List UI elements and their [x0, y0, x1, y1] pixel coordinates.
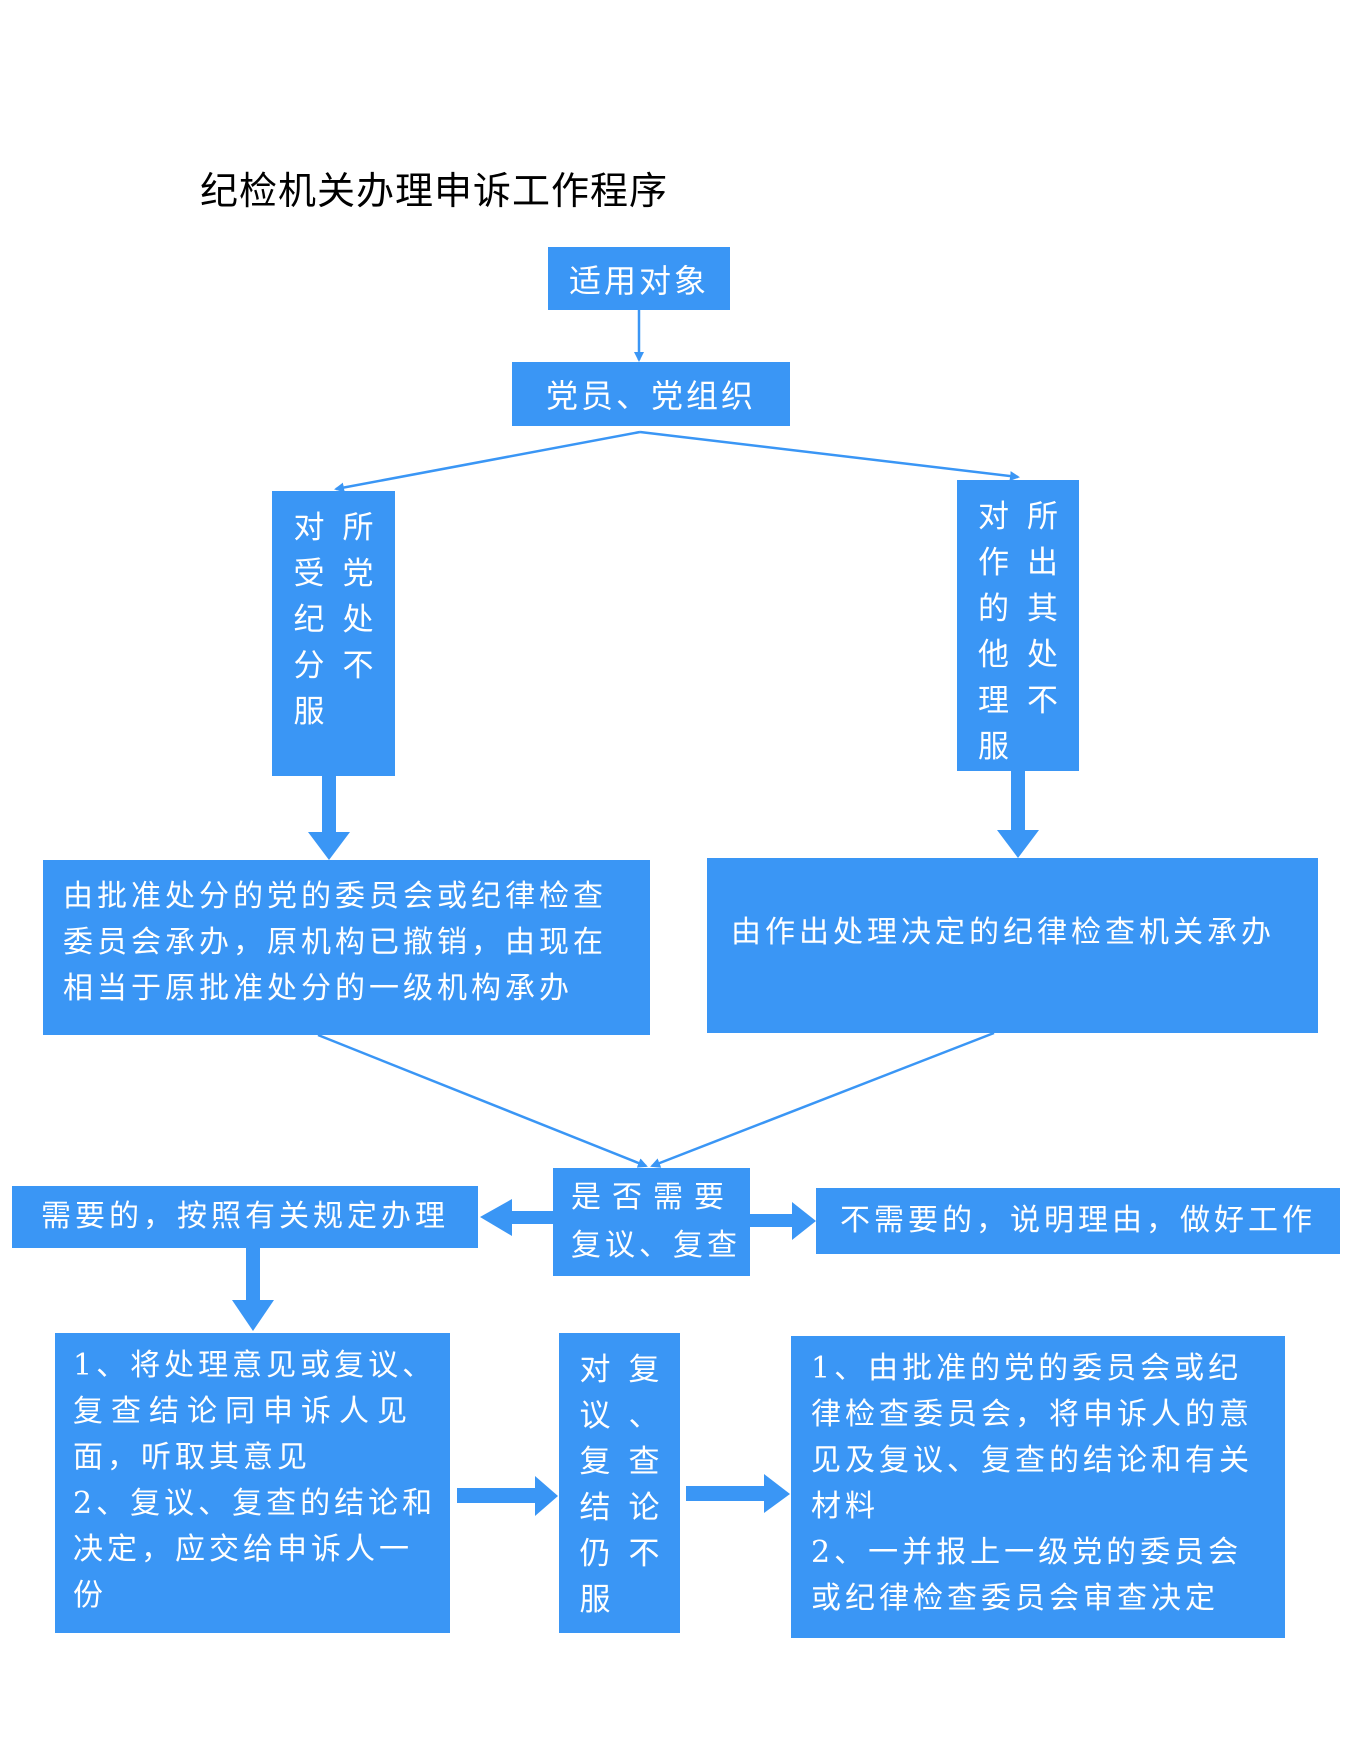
vertical-char: 复 [628, 1352, 660, 1388]
vertical-char: 纪 [293, 602, 325, 638]
vertical-char: 所 [1027, 499, 1058, 535]
procedure-line-5: 决定，应交给申诉人一 [73, 1532, 413, 1567]
arrow-procedure-right-head [535, 1476, 558, 1516]
left-handler-line-2: 委员会承办，原机构已撤销，由现在 [63, 925, 607, 960]
vertical-char: 论 [628, 1490, 660, 1526]
vertical-char: 出 [1027, 545, 1058, 581]
applicable-objects-node: 适用对象 [548, 247, 730, 310]
arrow-left-down-shaft [322, 776, 336, 834]
arrow-left-down-head [308, 832, 350, 860]
left-branch-col-1: 对受纪分服 [294, 505, 325, 776]
procedure-line-3: 面，听取其意见 [73, 1440, 311, 1475]
vertical-char: 处 [1027, 637, 1058, 673]
needed-node: 需要的，按照有关规定办理 [12, 1186, 478, 1248]
decision-line-1: 是否需要 [571, 1180, 735, 1215]
right-handler-node: 由作出处理决定的纪律检查机关承办 [707, 858, 1318, 1033]
right-branch-col-2: 所出其处不 [1027, 494, 1058, 771]
procedure-line-2: 复查结论同申诉人见 [73, 1394, 415, 1429]
vertical-char: 处 [342, 602, 374, 638]
vertical-char: 所 [342, 510, 374, 546]
vertical-char: 服 [579, 1582, 611, 1618]
arrow-procedure-right-shaft [457, 1488, 537, 1503]
vertical-char: 仍 [579, 1536, 611, 1572]
vertical-char: 对 [978, 499, 1009, 535]
vertical-char: 作 [978, 545, 1009, 581]
vertical-char: 不 [628, 1536, 660, 1572]
right-handler-label: 由作出处理决定的纪律检查机关承办 [731, 915, 1275, 950]
vertical-char: 服 [293, 694, 325, 730]
members-node: 党员、党组织 [512, 362, 790, 426]
still-unsatisfied-node: 对议复结仍服 复、查论不 [559, 1333, 680, 1633]
vertical-char: 分 [293, 648, 325, 684]
vertical-char: 党 [342, 556, 374, 592]
vertical-char: 结 [579, 1490, 611, 1526]
arrow-decision-right-head [792, 1202, 816, 1240]
needed-label: 需要的，按照有关规定办理 [41, 1199, 449, 1234]
vertical-char: 复 [579, 1444, 611, 1480]
members-label: 党员、党组织 [545, 377, 756, 415]
escalation-node: 1、由批准的党的委员会或纪 律检查委员会，将申诉人的意 见及复议、复查的结论和有… [791, 1336, 1285, 1638]
escalation-line-6: 或纪律检查委员会审查决定 [811, 1581, 1219, 1616]
left-handler-node: 由批准处分的党的委员会或纪律检查 委员会承办，原机构已撤销，由现在 相当于原批准… [43, 860, 650, 1035]
arrow-right-down-shaft [1011, 771, 1025, 831]
vertical-char: 查 [628, 1444, 660, 1480]
escalation-line-5: 2、一并报上一级党的委员会 [811, 1535, 1243, 1570]
vertical-char: 他 [978, 637, 1009, 673]
vertical-char: 不 [342, 648, 374, 684]
not-needed-node: 不需要的，说明理由，做好工作 [816, 1188, 1340, 1254]
right-branch-node: 对作的他理服 所出其处不 [957, 480, 1079, 771]
vertical-char: 受 [293, 556, 325, 592]
arrow-members-to-right [639, 430, 1020, 482]
vertical-char: 不 [1027, 683, 1058, 719]
decision-node: 是否需要 复议、复查 [553, 1168, 750, 1276]
left-branch-node: 对受纪分服 所党处不 [272, 491, 395, 776]
arrow-right-down-head [997, 830, 1039, 858]
procedure-line-1: 1、将处理意见或复议、 [73, 1348, 437, 1383]
left-handler-line-1: 由批准处分的党的委员会或纪律检查 [63, 879, 607, 914]
procedure-node: 1、将处理意见或复议、 复查结论同申诉人见 面，听取其意见 2、复议、复查的结论… [55, 1333, 450, 1633]
vertical-char: 、 [628, 1398, 660, 1434]
arrow-needed-down-shaft [246, 1248, 260, 1302]
still-unsatisfied-col-1: 对议复结仍服 [580, 1347, 611, 1633]
vertical-char: 服 [978, 729, 1009, 765]
vertical-char: 其 [1027, 591, 1058, 627]
vertical-char: 理 [978, 683, 1009, 719]
escalation-line-3: 见及复议、复查的结论和有关 [811, 1443, 1253, 1478]
applicable-objects-label: 适用对象 [568, 261, 709, 300]
still-unsatisfied-col-2: 复、查论不 [629, 1347, 660, 1633]
escalation-line-2: 律检查委员会，将申诉人的意 [811, 1397, 1253, 1432]
left-handler-line-3: 相当于原批准处分的一级机构承办 [63, 971, 573, 1006]
arrow-decision-left-shaft [510, 1211, 553, 1224]
arrow-decision-right-shaft [750, 1214, 794, 1227]
procedure-line-6: 份 [73, 1578, 107, 1613]
arrow-unsatisfied-right-head [764, 1474, 790, 1513]
arrow-left-handler-to-decision [317, 1033, 648, 1168]
vertical-char: 议 [579, 1398, 611, 1434]
left-branch-col-2: 所党处不 [343, 505, 374, 776]
arrow-decision-left-head [480, 1199, 512, 1236]
escalation-line-1: 1、由批准的党的委员会或纪 [811, 1351, 1243, 1386]
not-needed-label: 不需要的，说明理由，做好工作 [840, 1203, 1316, 1238]
vertical-char: 对 [579, 1352, 611, 1388]
right-branch-col-1: 对作的他理服 [978, 494, 1009, 771]
page-title: 纪检机关办理申诉工作程序 [200, 169, 669, 213]
vertical-char: 的 [978, 591, 1009, 627]
arrow-unsatisfied-right-shaft [686, 1486, 766, 1501]
arrow-needed-down-head [232, 1300, 274, 1331]
arrow-members-to-left [334, 430, 641, 493]
decision-line-2: 复议、复查 [571, 1228, 741, 1263]
procedure-line-4: 2、复议、复查的结论和 [73, 1486, 437, 1521]
escalation-line-4: 材料 [811, 1489, 879, 1524]
arrow-right-handler-to-decision [650, 1031, 995, 1168]
vertical-char: 对 [293, 510, 325, 546]
